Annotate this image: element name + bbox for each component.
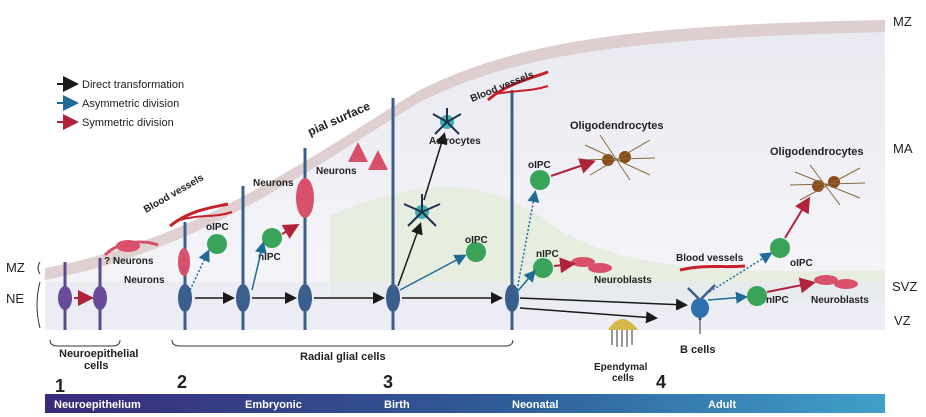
zone-ma-right: MA	[893, 141, 913, 156]
npc-cell-2	[533, 258, 553, 278]
opc-cell-4	[770, 238, 790, 258]
timeline-neuroepithelium: Neuroepithelium	[54, 399, 141, 411]
opc-label-3: oIPC	[528, 160, 551, 171]
opc-label-4: oIPC	[790, 258, 813, 269]
neuroblasts-label-1: Neuroblasts	[594, 275, 652, 286]
neurons-label-2: Neurons	[124, 275, 165, 286]
zone-svz-right: SVZ	[892, 279, 917, 294]
neurons-label-4: Neurons	[316, 166, 357, 177]
zone-mz-right: MZ	[893, 14, 912, 29]
neuroepithelial-label-1: Neuroepithelial	[59, 348, 138, 360]
stage-number-4: 4	[656, 372, 666, 392]
timeline-bar	[45, 394, 885, 413]
npc-cell-1	[262, 228, 282, 248]
b-cells-label: B cells	[680, 344, 715, 356]
opc-label-1: oIPC	[206, 222, 229, 233]
timeline-birth: Birth	[384, 399, 410, 411]
npc-cell-3	[747, 286, 767, 306]
timeline-adult: Adult	[708, 399, 736, 411]
npc-label-2: nIPC	[536, 249, 559, 260]
legend-asymmetric-label: Asymmetric division	[82, 98, 179, 110]
stage-number-3: 3	[383, 372, 393, 392]
zone-mz-left: MZ	[6, 260, 25, 275]
legend-symmetric-label: Symmetric division	[82, 117, 174, 129]
opc-cell-1	[207, 234, 227, 254]
radial-glial-label: Radial glial cells	[300, 351, 386, 363]
ependymal-label-2: cells	[612, 373, 635, 384]
stage-number-2: 2	[177, 372, 187, 392]
blood-vessels-label-3: Blood vessels	[676, 253, 744, 264]
timeline-neonatal: Neonatal	[512, 399, 558, 411]
opc-label-2: oIPC	[465, 235, 488, 246]
legend-direct-label: Direct transformation	[82, 79, 184, 91]
neuroblasts-label-2: Neuroblasts	[811, 295, 869, 306]
neuroepithelial-label-2: cells	[84, 360, 108, 372]
npc-label-3: nIPC	[766, 295, 789, 306]
neurons-question-label: ? Neurons	[104, 256, 154, 267]
oligodendrocytes-label-1: Oligodendrocytes	[570, 120, 664, 132]
astrocytes-label: Astrocytes	[429, 136, 481, 147]
zone-ne-left: NE	[6, 291, 24, 306]
timeline-embryonic: Embryonic	[245, 399, 302, 411]
neurons-label-3: Neurons	[253, 178, 294, 189]
oligodendrocytes-label-2: Oligodendrocytes	[770, 146, 864, 158]
opc-cell-3	[530, 170, 550, 190]
ependymal-label-1: Ependymal	[594, 362, 648, 373]
zone-vz-right: VZ	[894, 313, 911, 328]
stage-number-1: 1	[55, 376, 65, 396]
